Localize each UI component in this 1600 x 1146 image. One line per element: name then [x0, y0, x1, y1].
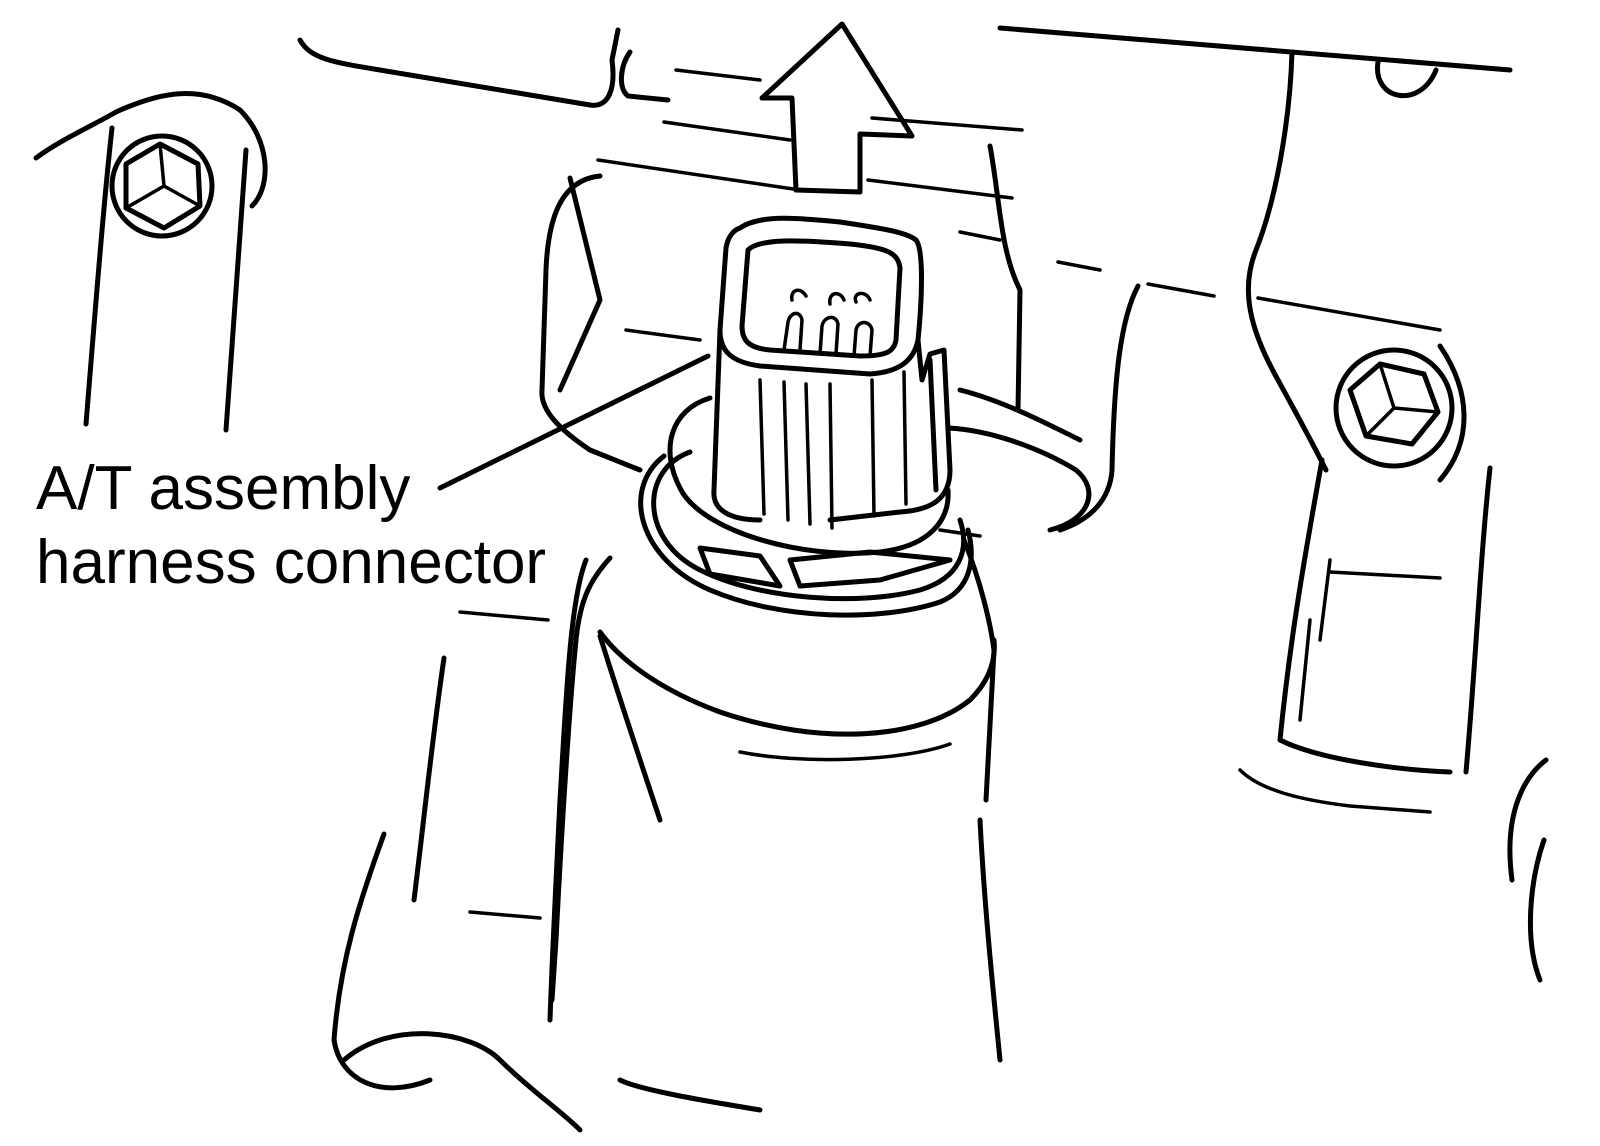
harness-connector [711, 215, 953, 530]
callout-leader-line [437, 353, 711, 491]
upward-direction-arrow-icon [759, 21, 915, 195]
callout-line-2: harness connector [36, 528, 547, 597]
mounting-flange [539, 143, 1141, 538]
lower-left-structure [331, 610, 583, 1133]
connector-seat [638, 395, 974, 618]
right-edge-fragment [1507, 757, 1549, 983]
cylinder-body [547, 537, 1003, 1113]
connector-callout-label: A/T assembly harness connector [36, 452, 546, 600]
left-bracket [33, 91, 268, 433]
right-bracket [1238, 49, 1493, 814]
hex-bolt-icon [1333, 347, 1455, 469]
callout-line-1: A/T assembly [36, 454, 411, 523]
housing-top-edges [297, 25, 1513, 342]
hex-bolt-icon [109, 133, 215, 239]
